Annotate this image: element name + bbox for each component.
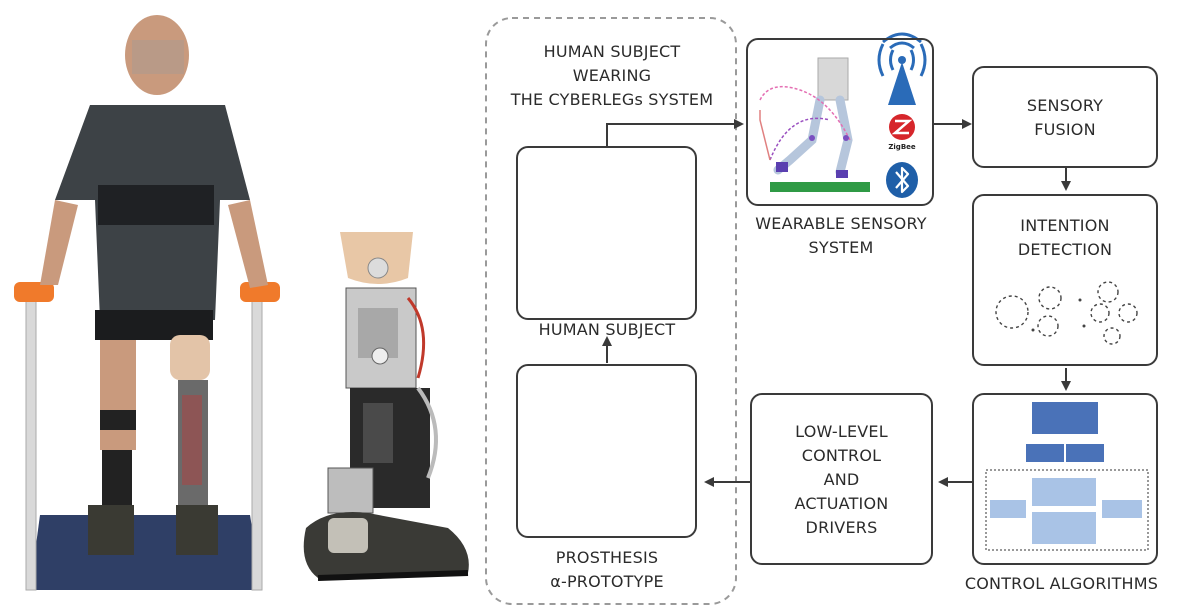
prosthesis-box [516,364,697,538]
intention-detection-box [972,194,1158,366]
control-algorithms-box [972,393,1158,565]
subject-photo [0,0,290,600]
sensory-fusion-box [972,66,1158,168]
prosthesis-label: PROSTHESIS α-PROTOTYPE [550,548,664,591]
intention-dots [1031,298,1086,332]
zigbee-icon [889,114,915,140]
algorithm-block-diagram [985,402,1149,551]
human-subject-group-frame [485,17,737,605]
gait-sensors-icon [759,57,870,192]
sensory-fusion-label: SENSORY FUSION [1026,96,1104,139]
low-level-control-label: LOW-LEVEL CONTROL AND ACTUATION DRIVERS [794,422,889,537]
intention-clusters-icon [995,281,1138,345]
wearable-sensory-box [746,38,934,206]
bluetooth-icon [886,162,918,198]
zigbee-text: ZigBee [888,143,916,151]
low-level-control-box [750,393,933,565]
arrow-subject-to-wearable [606,119,744,147]
intention-detection-label: INTENTION DETECTION [1017,216,1113,259]
prosthesis-photo [298,228,476,600]
human-subject-group-title: HUMAN SUBJECT WEARING THE CYBERLEGs SYST… [510,42,714,109]
wearable-sensory-label: WEARABLE SENSORY SYSTEM [755,214,927,257]
control-algorithms-label: CONTROL ALGORITHMS [964,574,1159,593]
human-subject-box [516,146,697,320]
human-subject-label: HUMAN SUBJECT [538,320,676,339]
